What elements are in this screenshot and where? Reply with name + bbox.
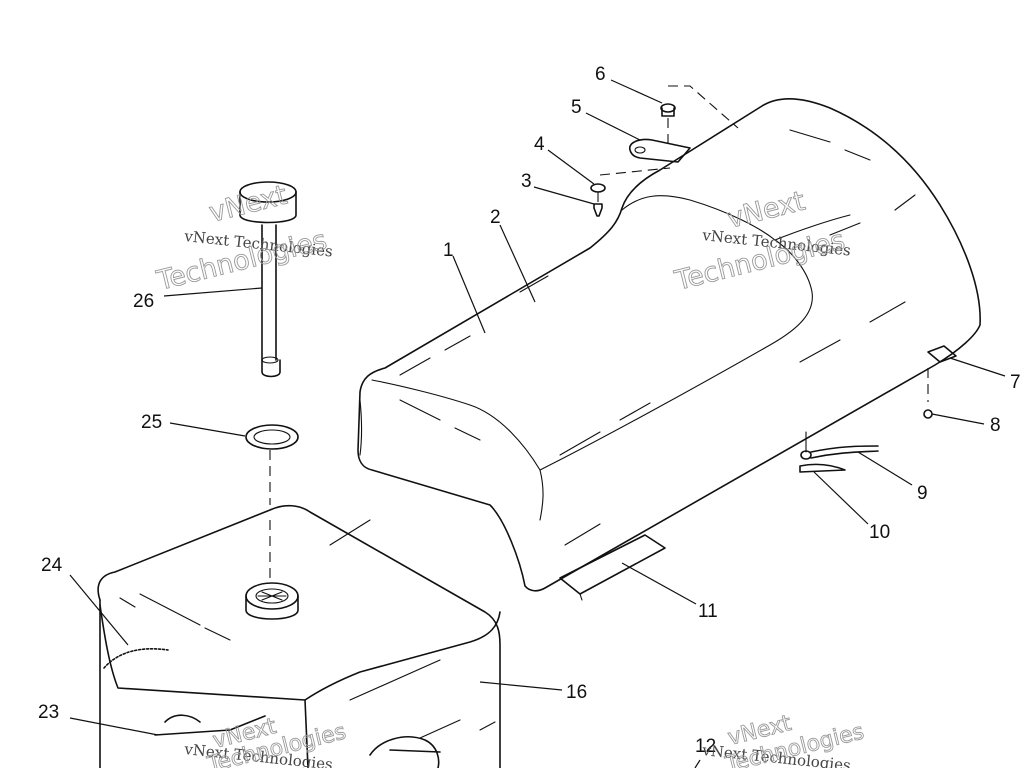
seat-strap-bar — [559, 534, 666, 601]
leader-lines — [69, 79, 1006, 768]
callout-10: 10 — [869, 522, 890, 543]
screw-3 — [593, 203, 603, 217]
callout-26: 26 — [133, 291, 154, 312]
watermark-big-3: vNext — [724, 186, 808, 235]
callout-8: 8 — [990, 415, 1001, 436]
callout-24: 24 — [41, 555, 63, 576]
fuel-gauge-sender — [239, 181, 297, 378]
watermark-top-left: vNext vNext Technologies Technologies — [153, 179, 334, 297]
bracket-5 — [599, 138, 691, 176]
tie-10 — [799, 463, 846, 473]
callout-6: 6 — [595, 64, 606, 85]
fuel-tank — [97, 504, 501, 768]
callout-3: 3 — [521, 171, 532, 192]
cable-9 — [800, 431, 879, 460]
callout-25: 25 — [141, 412, 162, 433]
callout-16: 16 — [566, 682, 587, 703]
callout-11: 11 — [698, 601, 718, 622]
callout-labels: 6 5 4 3 2 1 7 8 9 10 11 12 16 23 24 25 2… — [38, 64, 1021, 757]
seat-assembly — [357, 97, 981, 592]
callout-7: 7 — [1010, 372, 1021, 393]
callout-1: 1 — [443, 240, 454, 261]
watermark-bottom-left: vNext vNext Technologies Technologies — [183, 713, 349, 768]
callout-23: 23 — [38, 702, 59, 723]
callout-2: 2 — [490, 207, 501, 228]
clip-7 — [927, 345, 957, 402]
screw-8 — [923, 409, 933, 419]
callout-4: 4 — [534, 134, 545, 155]
watermark-bottom-right: vNext vNext Technologies Technologies — [701, 710, 867, 768]
callout-5: 5 — [571, 97, 582, 118]
gasket-25 — [245, 424, 299, 450]
nut-6 — [660, 103, 676, 145]
washer-4 — [590, 183, 606, 202]
callout-12: 12 — [695, 736, 716, 757]
callout-9: 9 — [917, 483, 928, 504]
